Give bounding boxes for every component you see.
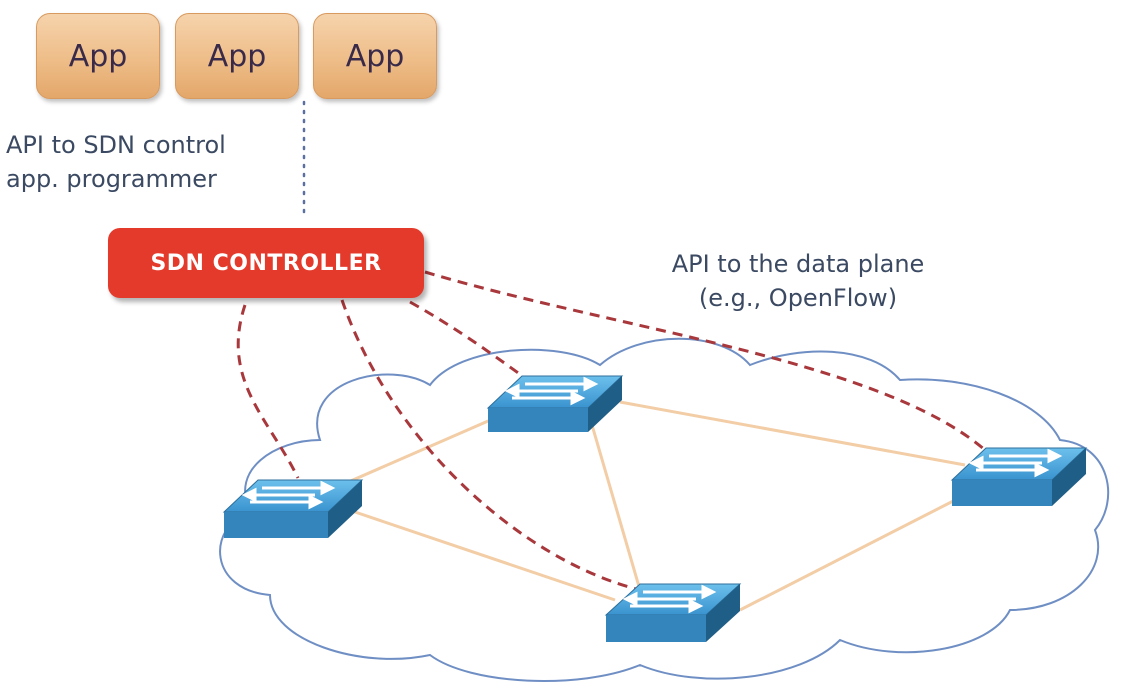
northbound-api-line1: API to SDN control [6,131,226,159]
link-top-bottom [590,424,642,591]
control-link-right [424,270,986,452]
app-box-2: App [175,13,299,99]
southbound-api-line2: (e.g., OpenFlow) [698,284,898,312]
network-cloud [219,337,1110,683]
link-top-right [619,400,966,467]
app-box-3: App [313,13,437,99]
link-left-bottom [354,510,616,602]
switch-right [950,447,1088,506]
northbound-api-line2: app. programmer [6,165,217,193]
app-label: App [68,38,128,74]
switch-bottom [604,583,742,642]
southbound-api-line1: API to the data plane [671,250,925,278]
control-link-top [409,300,529,382]
app-label: App [207,38,267,74]
app-label: App [345,38,405,74]
link-bottom-right [739,493,966,612]
switch-left [222,479,364,538]
control-link-bottom [340,299,641,592]
sdn-controller-box: SDN CONTROLLER [108,228,424,298]
southbound-api-label: API to the data plane (e.g., OpenFlow) [638,247,958,315]
physical-links [329,400,966,612]
app-box-1: App [36,13,160,99]
sdn-controller-label: SDN CONTROLLER [150,250,382,276]
northbound-api-label: API to SDN control app. programmer [6,128,226,196]
link-left-top [329,416,496,492]
control-link-left [236,304,300,479]
switch-top [486,375,624,432]
control-links [236,270,986,592]
